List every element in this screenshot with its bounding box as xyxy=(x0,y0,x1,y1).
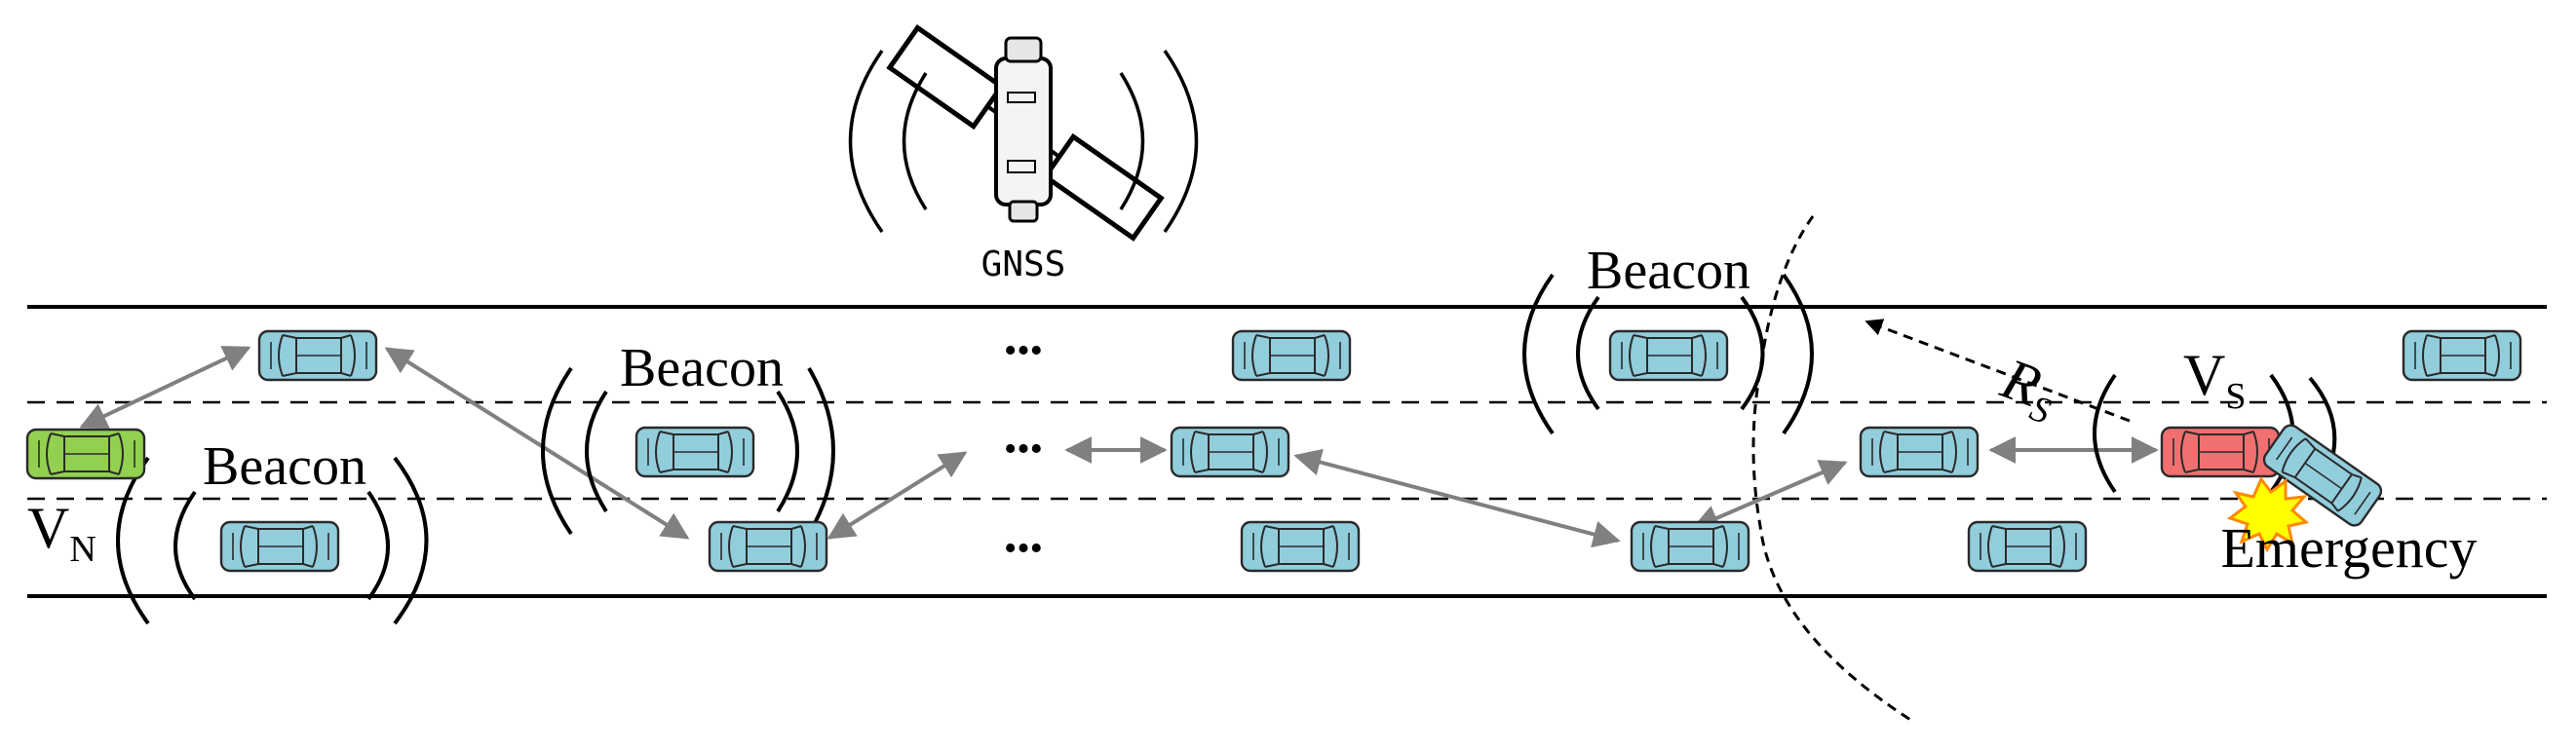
beacon-waves-mid xyxy=(541,366,835,536)
v2v-arrow-2 xyxy=(384,347,690,540)
vs-label-sub: S xyxy=(2225,376,2246,417)
gnss-signal-waves xyxy=(848,49,1199,234)
crash-flash-icon xyxy=(2226,476,2310,553)
car-icon xyxy=(1170,426,1290,478)
car-icon xyxy=(219,520,340,573)
v2v-links xyxy=(79,346,2159,548)
car-icon xyxy=(1231,329,1352,382)
vn-label-sub: N xyxy=(69,529,96,570)
beacon-label-vn: Beacon xyxy=(203,436,366,497)
v2v-arrow-3 xyxy=(827,451,968,540)
v2v-arrow-5 xyxy=(1293,448,1621,548)
vn-label: VN xyxy=(27,496,96,570)
vn-label-main: V xyxy=(27,496,69,560)
gnss-label: GNSS xyxy=(981,244,1066,284)
range-boundary-arc xyxy=(1751,215,1916,725)
car-icon xyxy=(1240,520,1361,573)
car-icon xyxy=(257,329,378,382)
range-label: RS xyxy=(1990,346,2067,432)
car-icon xyxy=(1608,329,1729,382)
emergency-label: Emergency xyxy=(2220,516,2477,580)
car-icon xyxy=(1859,426,1980,478)
beacon-label-right: Beacon xyxy=(1587,241,1750,301)
range-arrow xyxy=(1865,319,2131,423)
vs-label: VS xyxy=(2183,343,2246,417)
v2v-arrow-1 xyxy=(79,346,251,429)
car-icon xyxy=(2402,329,2522,382)
vs-label-main: V xyxy=(2183,343,2225,407)
car-icon xyxy=(634,426,755,478)
car-icon xyxy=(1967,520,2088,573)
satellite-icon xyxy=(886,24,1165,242)
car-icon xyxy=(2160,426,2281,478)
ellipsis-lane-1: ••• xyxy=(1004,330,1043,371)
v2v-arrow-6 xyxy=(1691,460,1848,531)
ellipsis-lane-2: ••• xyxy=(1004,429,1043,470)
ellipsis-lane-3: ••• xyxy=(1004,528,1043,569)
car-icon xyxy=(1630,520,1750,573)
car-icon xyxy=(25,428,146,480)
car-icon xyxy=(708,520,828,573)
beacon-label-mid: Beacon xyxy=(620,338,784,398)
beacon-waves-right xyxy=(1522,273,1814,435)
vehicles xyxy=(25,329,2522,573)
